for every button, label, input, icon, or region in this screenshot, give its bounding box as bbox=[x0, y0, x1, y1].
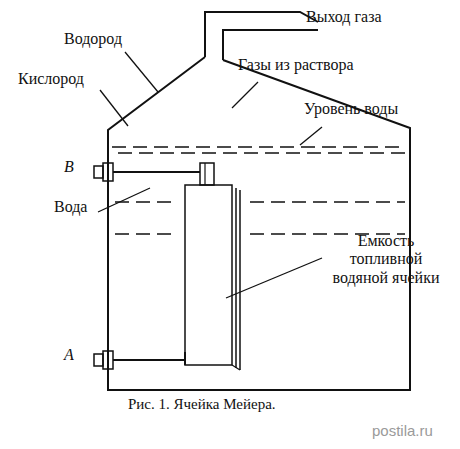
vessel-outlet-outer bbox=[205, 12, 318, 57]
outlet-label: Выход газа bbox=[306, 8, 382, 26]
terminal-label: A bbox=[64, 346, 74, 364]
vessel-outlet-inner bbox=[223, 30, 318, 60]
terminal-a bbox=[94, 351, 185, 369]
gas-label: Кислород bbox=[18, 70, 84, 88]
gas-label: Водород bbox=[64, 30, 122, 48]
water-level bbox=[112, 147, 405, 234]
figure-caption: Рис. 1. Ячейка Мейера. bbox=[128, 396, 276, 413]
vessel-outline bbox=[108, 57, 410, 390]
terminal-label: B bbox=[64, 158, 74, 176]
cell-label: Емкость топливной водяной ячейки bbox=[320, 232, 452, 287]
fuel-cell-capacitor bbox=[185, 163, 240, 370]
gas-label: Газы из раствора bbox=[238, 56, 354, 74]
level-label: Уровень воды bbox=[304, 100, 398, 118]
watermark: postila.ru bbox=[372, 422, 433, 439]
water-label: Вода bbox=[54, 198, 87, 216]
leader-lines bbox=[98, 52, 322, 298]
terminal-b bbox=[94, 163, 200, 181]
